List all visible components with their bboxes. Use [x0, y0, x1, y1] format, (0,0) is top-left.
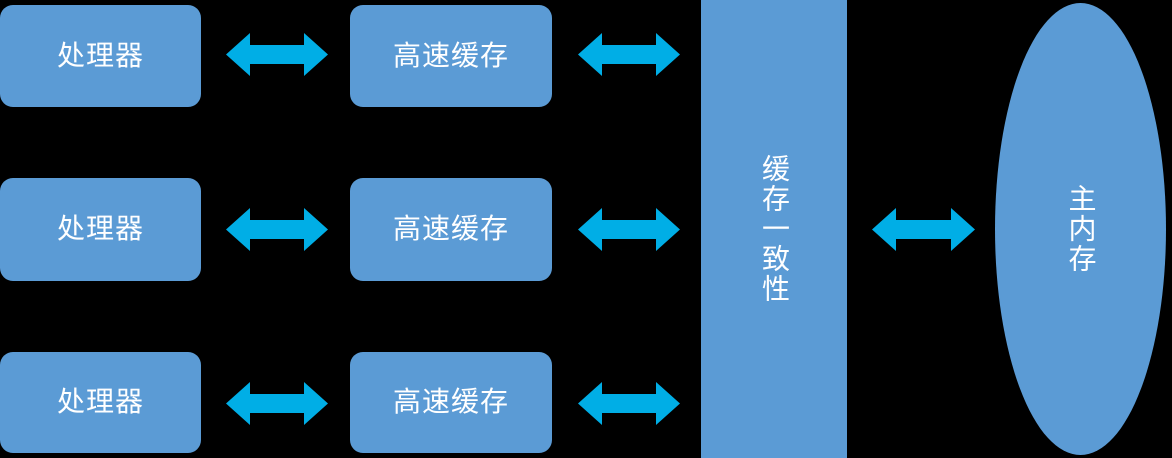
- double-arrow-icon: [226, 33, 328, 76]
- main-memory-ellipse[interactable]: 主内存: [995, 3, 1166, 455]
- cache-coherence-label: 缓存一致性: [759, 154, 790, 304]
- double-arrow-icon: [226, 208, 328, 251]
- cache-label-1: 高速缓存: [392, 39, 509, 71]
- double-arrow-icon: [578, 208, 680, 251]
- double-arrow-icon: [578, 33, 680, 76]
- double-arrow-icon: [872, 208, 975, 251]
- arrow-processor-cache-1[interactable]: [226, 33, 328, 76]
- arrow-processor-cache-3[interactable]: [226, 382, 328, 425]
- double-arrow-icon: [226, 382, 328, 425]
- processor-box-2[interactable]: 处理器: [0, 178, 201, 281]
- arrow-cache-coherence-1[interactable]: [578, 33, 680, 76]
- processor-box-3[interactable]: 处理器: [0, 352, 201, 453]
- cache-box-3[interactable]: 高速缓存: [350, 352, 552, 453]
- cache-label-3: 高速缓存: [392, 386, 509, 418]
- processor-label-2: 处理器: [56, 213, 144, 245]
- arrow-cache-coherence-3[interactable]: [578, 382, 680, 425]
- main-memory-label: 主内存: [1065, 184, 1097, 274]
- arrow-processor-cache-2[interactable]: [226, 208, 328, 251]
- processor-label-3: 处理器: [56, 386, 144, 418]
- arrow-cache-coherence-2[interactable]: [578, 208, 680, 251]
- cache-label-2: 高速缓存: [392, 213, 509, 245]
- processor-box-1[interactable]: 处理器: [0, 5, 201, 107]
- cache-coherence-bar[interactable]: 缓存一致性: [701, 0, 847, 458]
- arrow-coherence-memory[interactable]: [872, 208, 975, 251]
- processor-label-1: 处理器: [56, 39, 144, 71]
- double-arrow-icon: [578, 382, 680, 425]
- cache-box-2[interactable]: 高速缓存: [350, 178, 552, 281]
- cache-box-1[interactable]: 高速缓存: [350, 5, 552, 107]
